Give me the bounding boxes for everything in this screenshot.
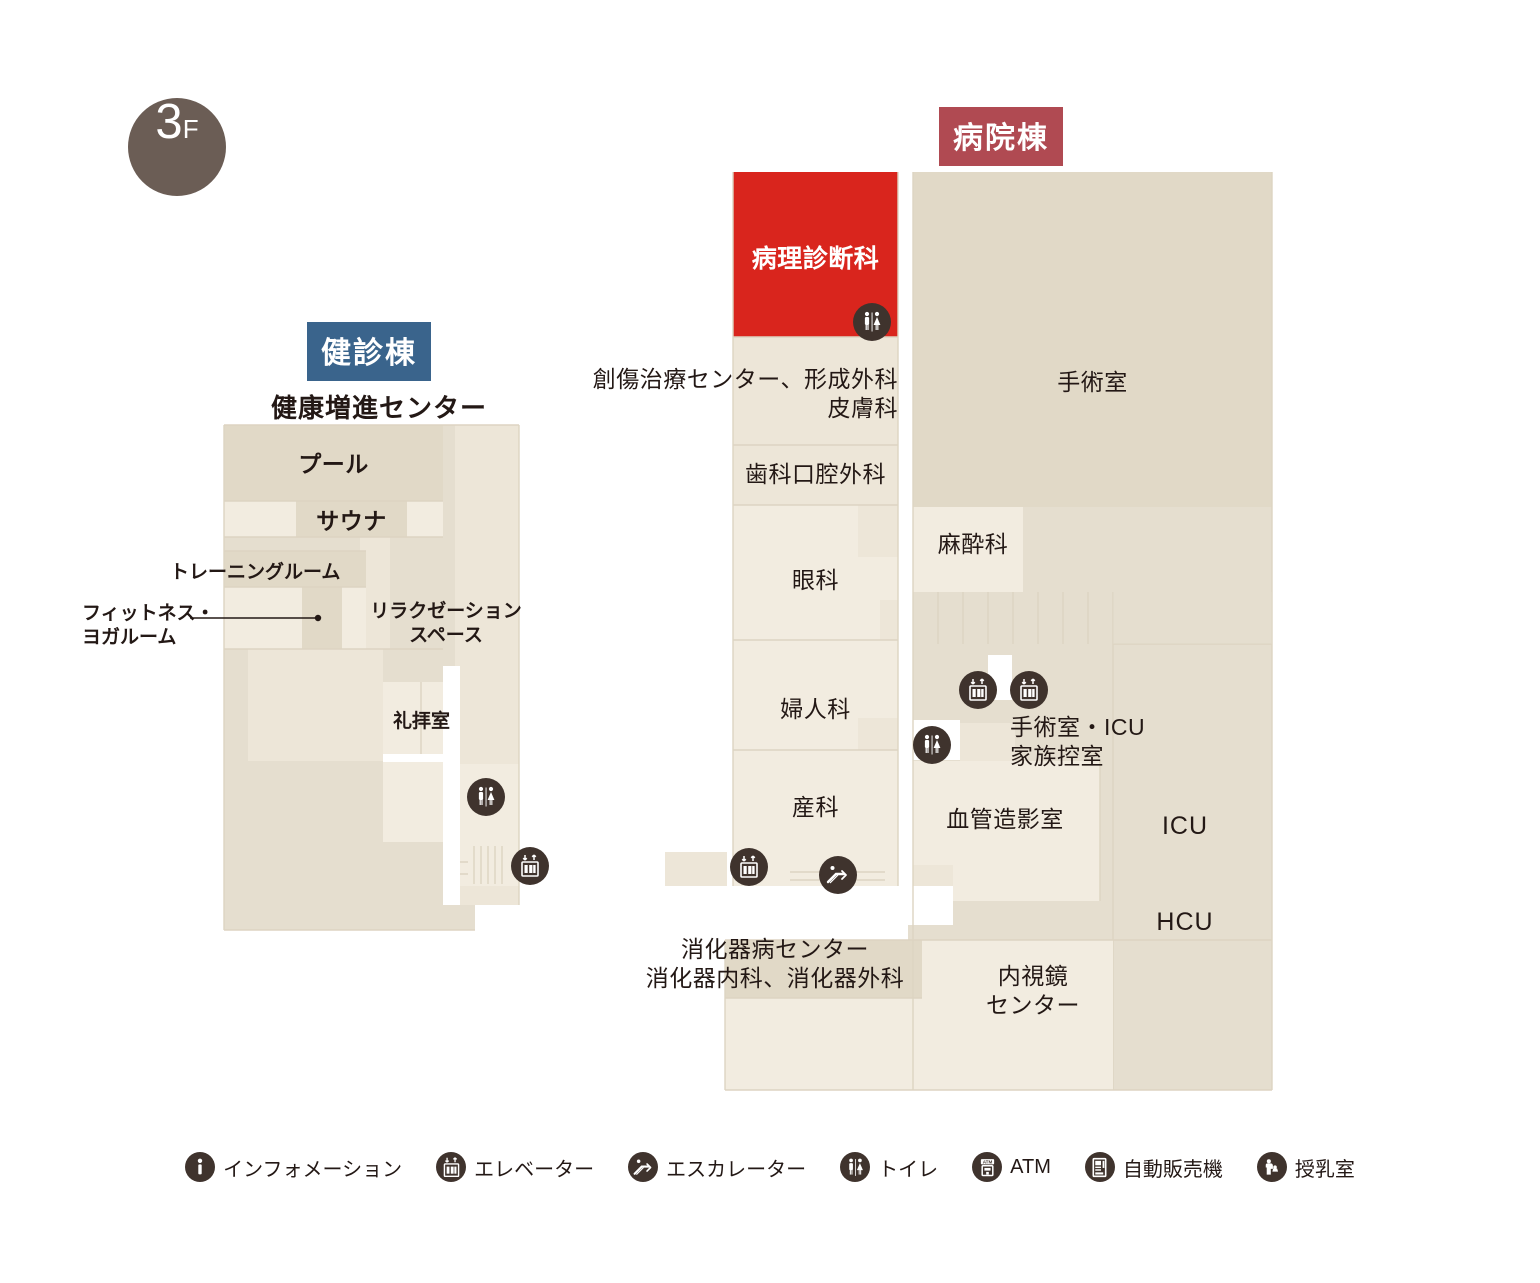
legend-item-elevator: エレベーター [436,1152,594,1182]
elevator-icon-hospital-west[interactable] [730,848,768,886]
legend-item-information: インフォメーション [185,1152,402,1182]
escalator-icon-hospital[interactable] [819,856,857,894]
label-anesthesiology: 麻酔科 [937,531,1009,557]
elevator-icon-kenshin[interactable] [511,847,549,885]
restroom-icon-pathology[interactable] [853,303,891,341]
legend-label-escalator: エスカレーター [666,1158,807,1181]
label-fitness-yoga-room: フィットネス・ ヨガルーム [82,603,215,649]
label-pathology: 病理診断科 [751,245,880,273]
stair-hatch-kenshin [460,846,512,884]
label-or-icu-family-waiting: 手術室・ICU 家族控室 [1010,714,1146,770]
label-pool: プール [298,451,369,477]
information-icon [185,1152,216,1182]
legend-item-escalator: エスカレーター [628,1152,806,1182]
restroom-icon [840,1152,871,1182]
wing-tag-kenshin: 健診棟 [307,322,431,381]
corridor-grid-hospital [913,592,1113,644]
room-anesthesiology [913,507,1023,592]
label-obstetrics: 産科 [792,794,839,820]
legend-item-nursing-room: 授乳室 [1256,1152,1355,1182]
legend-label-restroom: トイレ [878,1158,939,1181]
room-wound-care [733,337,898,445]
elevator-icon-hospital-b[interactable] [1010,671,1048,709]
room-sauna [296,501,407,537]
room-pool [224,425,443,501]
room-family-waiting [960,723,1015,761]
legend-label-elevator: エレベーター [474,1158,595,1181]
label-dental-oral-surgery: 歯科口腔外科 [745,461,886,487]
restroom-icon-hospital-mid[interactable] [913,726,951,764]
label-training-room: トレーニングルーム [170,562,341,583]
vending-machine-icon [1084,1152,1115,1182]
wing-tag-byoin: 病院棟 [939,107,1063,166]
leader-line-fitness-yoga [190,614,322,622]
room-dental [733,445,898,505]
elevator-icon-hospital-a[interactable] [959,671,997,709]
kenshin-building-shape [223,424,520,931]
label-wound-care-plastic-derm: 創傷治療センター、形成外科 皮膚科 [592,366,898,422]
legend-label-atm: ATM [1010,1155,1051,1178]
label-prayer-room: 礼拝室 [392,711,450,732]
hospital-right-mass [724,172,1273,1091]
label-endoscopy-center: 内視鏡 センター [986,963,1080,1019]
legend-item-atm: ATM ATM [972,1152,1051,1182]
elevator-icon [436,1152,467,1182]
legend: インフォメーション エレベーター エスカレーター [0,1152,1540,1182]
label-gastro-center: 消化器病センター 消化器内科、消化器外科 [645,936,905,992]
escalator-icon [628,1152,659,1182]
legend-item-restroom: トイレ [840,1152,938,1182]
label-operating-room: 手術室 [1057,369,1128,395]
label-angiography-room: 血管造影室 [946,806,1064,832]
nursing-room-icon [1256,1152,1287,1182]
legend-label-nursing-room: 授乳室 [1294,1158,1355,1181]
room-training-room [224,551,366,587]
label-hcu: HCU [1156,908,1214,936]
hospital-left-column [732,172,899,886]
health-promotion-center-title: 健康増進センター [271,393,488,423]
legend-label-vending-machine: 自動販売機 [1122,1158,1223,1181]
label-sauna: サウナ [316,508,387,534]
legend-item-vending-machine: 自動販売機 [1084,1152,1223,1182]
floor-plan-map: .f0 { fill:#e5decf; } .f1 { fill:#ede6d8… [223,172,1273,1091]
label-ophthalmology: 眼科 [792,567,839,593]
atm-icon: ATM [972,1152,1003,1182]
floor-number: 3 [155,95,183,149]
room-operating [913,172,1272,507]
label-icu: ICU [1161,812,1209,840]
connector-corridor [665,852,727,886]
label-relaxation-space: リラクゼーション スペース [370,601,522,647]
svg-text:ATM: ATM [982,1159,992,1164]
floor-suffix: F [182,114,199,144]
label-gynecology: 婦人科 [780,696,851,722]
restroom-icon-kenshin[interactable] [467,778,505,816]
legend-label-information: インフォメーション [223,1158,403,1181]
room-endoscopy [953,940,1113,1090]
